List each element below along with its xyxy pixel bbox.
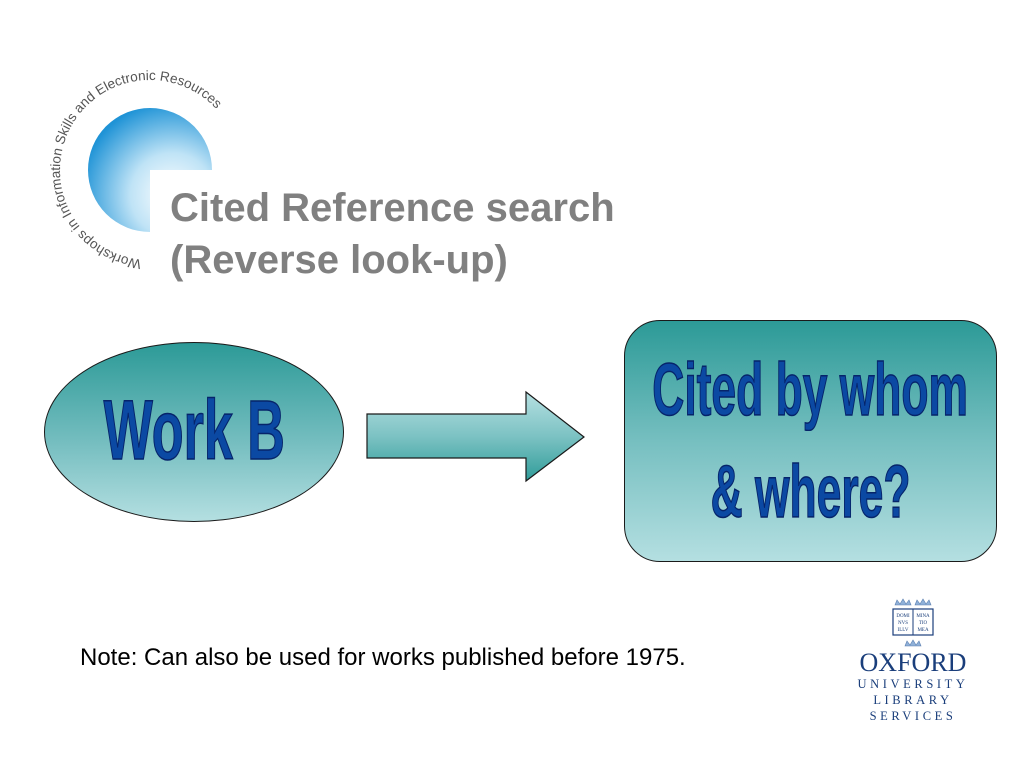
cited-by-line-1: Cited by whom [652, 347, 969, 432]
work-b-label-wrap: Work B [44, 342, 344, 522]
crest-word-4: MINA [916, 614, 930, 619]
work-b-label: Work B [103, 382, 285, 478]
crest-word-1: DOMI [896, 614, 910, 619]
work-b-ellipse [44, 342, 344, 522]
oxford-wordmark: OXFORD [859, 648, 967, 677]
cited-by-box [624, 320, 997, 562]
right-arrow [366, 390, 585, 483]
workshops-logo: Workshops in Information Skills and Elec… [48, 68, 225, 272]
slide-title: Cited Reference search (Reverse look-up) [170, 182, 730, 286]
note-text: Note: Can also be used for works publish… [80, 644, 686, 671]
crest-word-3: ILLV [898, 628, 909, 633]
logo-disc [88, 108, 212, 232]
services-wordmark: SERVICES [869, 709, 957, 723]
cited-by-label-wrap: Cited by whom & where? [624, 330, 997, 552]
university-wordmark: UNIVERSITY [857, 677, 969, 691]
library-wordmark: LIBRARY [873, 693, 953, 707]
crest-word-5: TIO [919, 621, 928, 626]
crest-word-2: NVS [898, 621, 908, 626]
title-line-2: (Reverse look-up) [170, 238, 508, 282]
oxford-library-logo: DOMI NVS ILLV MINA TIO MEA OXFORD UNIVER… [852, 596, 974, 728]
title-line-1: Cited Reference search [170, 186, 615, 230]
cited-by-line-2: & where? [710, 449, 911, 534]
oxford-crest-icon: DOMI NVS ILLV MINA TIO MEA [892, 598, 934, 647]
arrow-shape [366, 390, 585, 483]
crest-word-6: MEA [917, 628, 929, 633]
